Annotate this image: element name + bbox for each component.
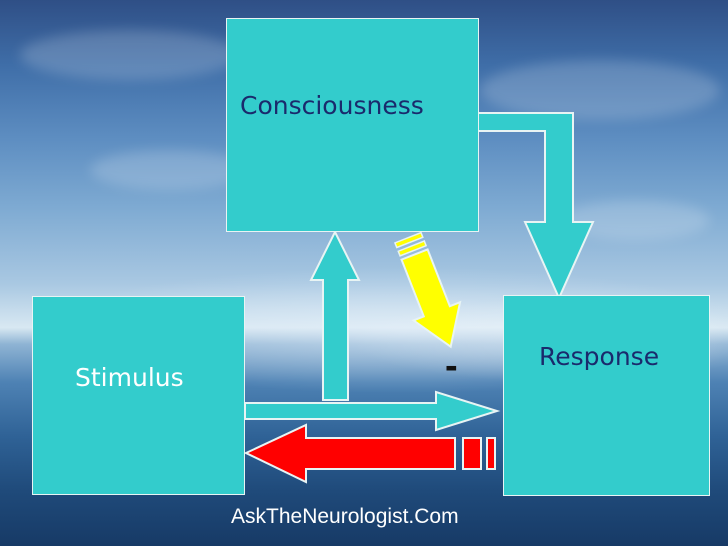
minus-sign: - <box>445 345 458 387</box>
up-arrow-to-consciousness <box>309 229 361 401</box>
cloud <box>480 60 720 120</box>
cloud <box>90 150 250 190</box>
consciousness-box: Consciousness <box>226 18 479 232</box>
stimulus-box: Stimulus <box>32 296 245 495</box>
response-label: Response <box>539 342 660 371</box>
cloud <box>20 30 240 80</box>
stimulus-label: Stimulus <box>75 363 184 392</box>
inhibitory-arrow-yellow <box>393 231 462 349</box>
credit-text: AskTheNeurologist.Com <box>231 505 459 528</box>
response-box: Response <box>503 295 710 496</box>
right-arrow-to-response <box>244 390 501 432</box>
inhibitory-arrow-red <box>243 423 496 484</box>
consciousness-label: Consciousness <box>240 91 424 120</box>
elbow-arrow-to-response <box>477 112 595 301</box>
